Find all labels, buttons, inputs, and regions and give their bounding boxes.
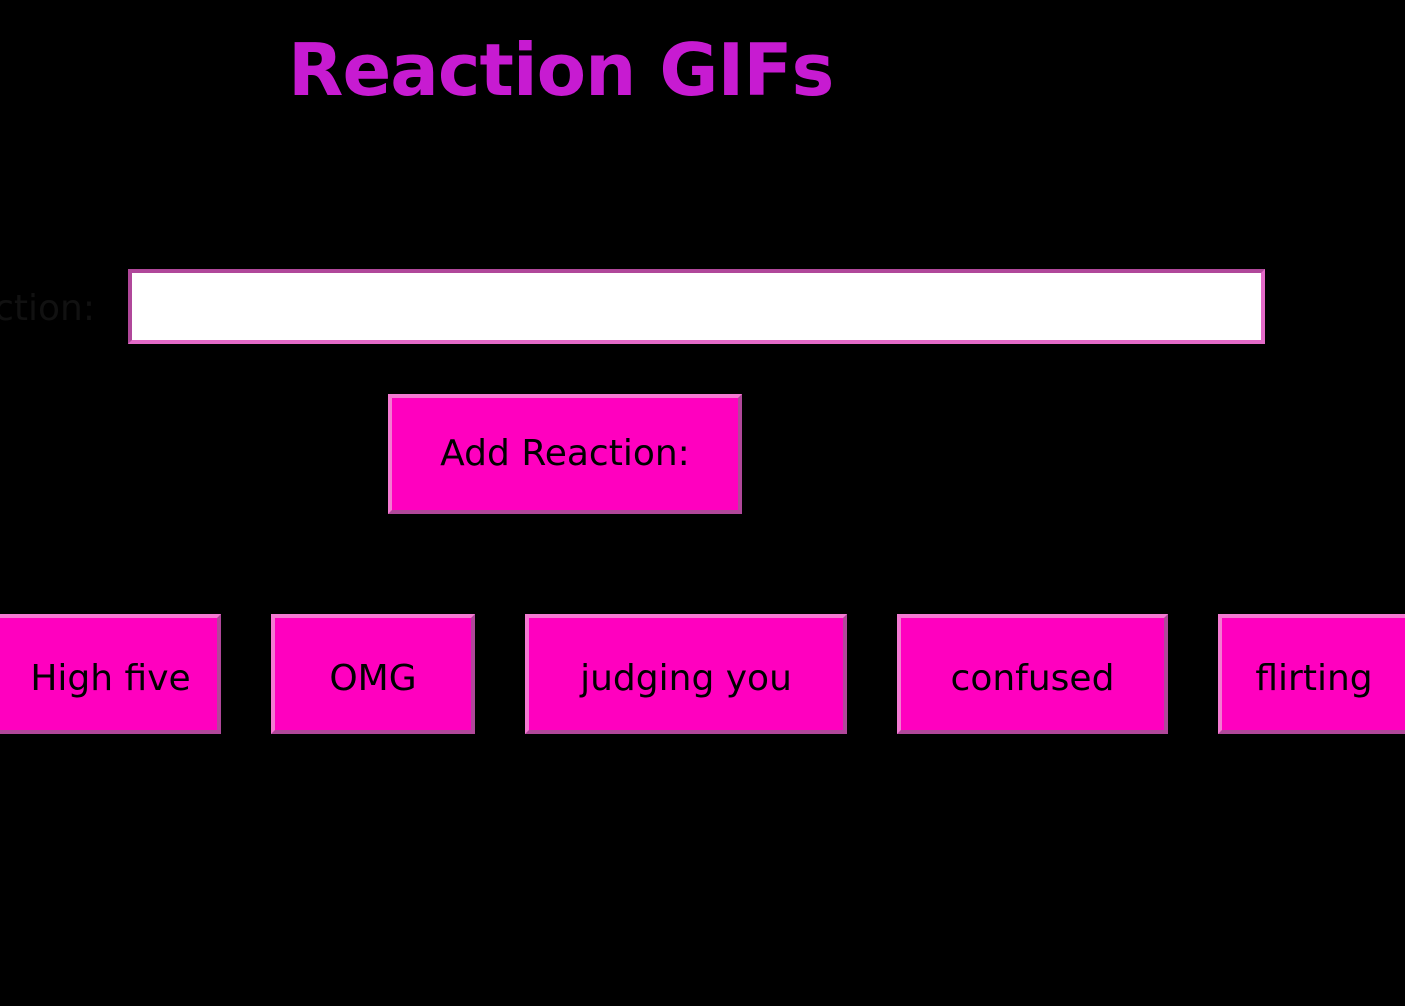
reaction-button-judging-you[interactable]: judging you bbox=[525, 614, 847, 734]
reaction-button-flirting[interactable]: flirting bbox=[1218, 614, 1405, 734]
reaction-button-high-five[interactable]: High five bbox=[0, 614, 221, 734]
reaction-input-label: Reaction: bbox=[0, 288, 95, 329]
reaction-input[interactable] bbox=[128, 269, 1265, 344]
add-reaction-button[interactable]: Add Reaction: bbox=[388, 394, 742, 514]
reaction-button-omg[interactable]: OMG bbox=[271, 614, 475, 734]
page-title: Reaction GIFs bbox=[288, 28, 834, 112]
reaction-button-confused[interactable]: confused bbox=[897, 614, 1168, 734]
